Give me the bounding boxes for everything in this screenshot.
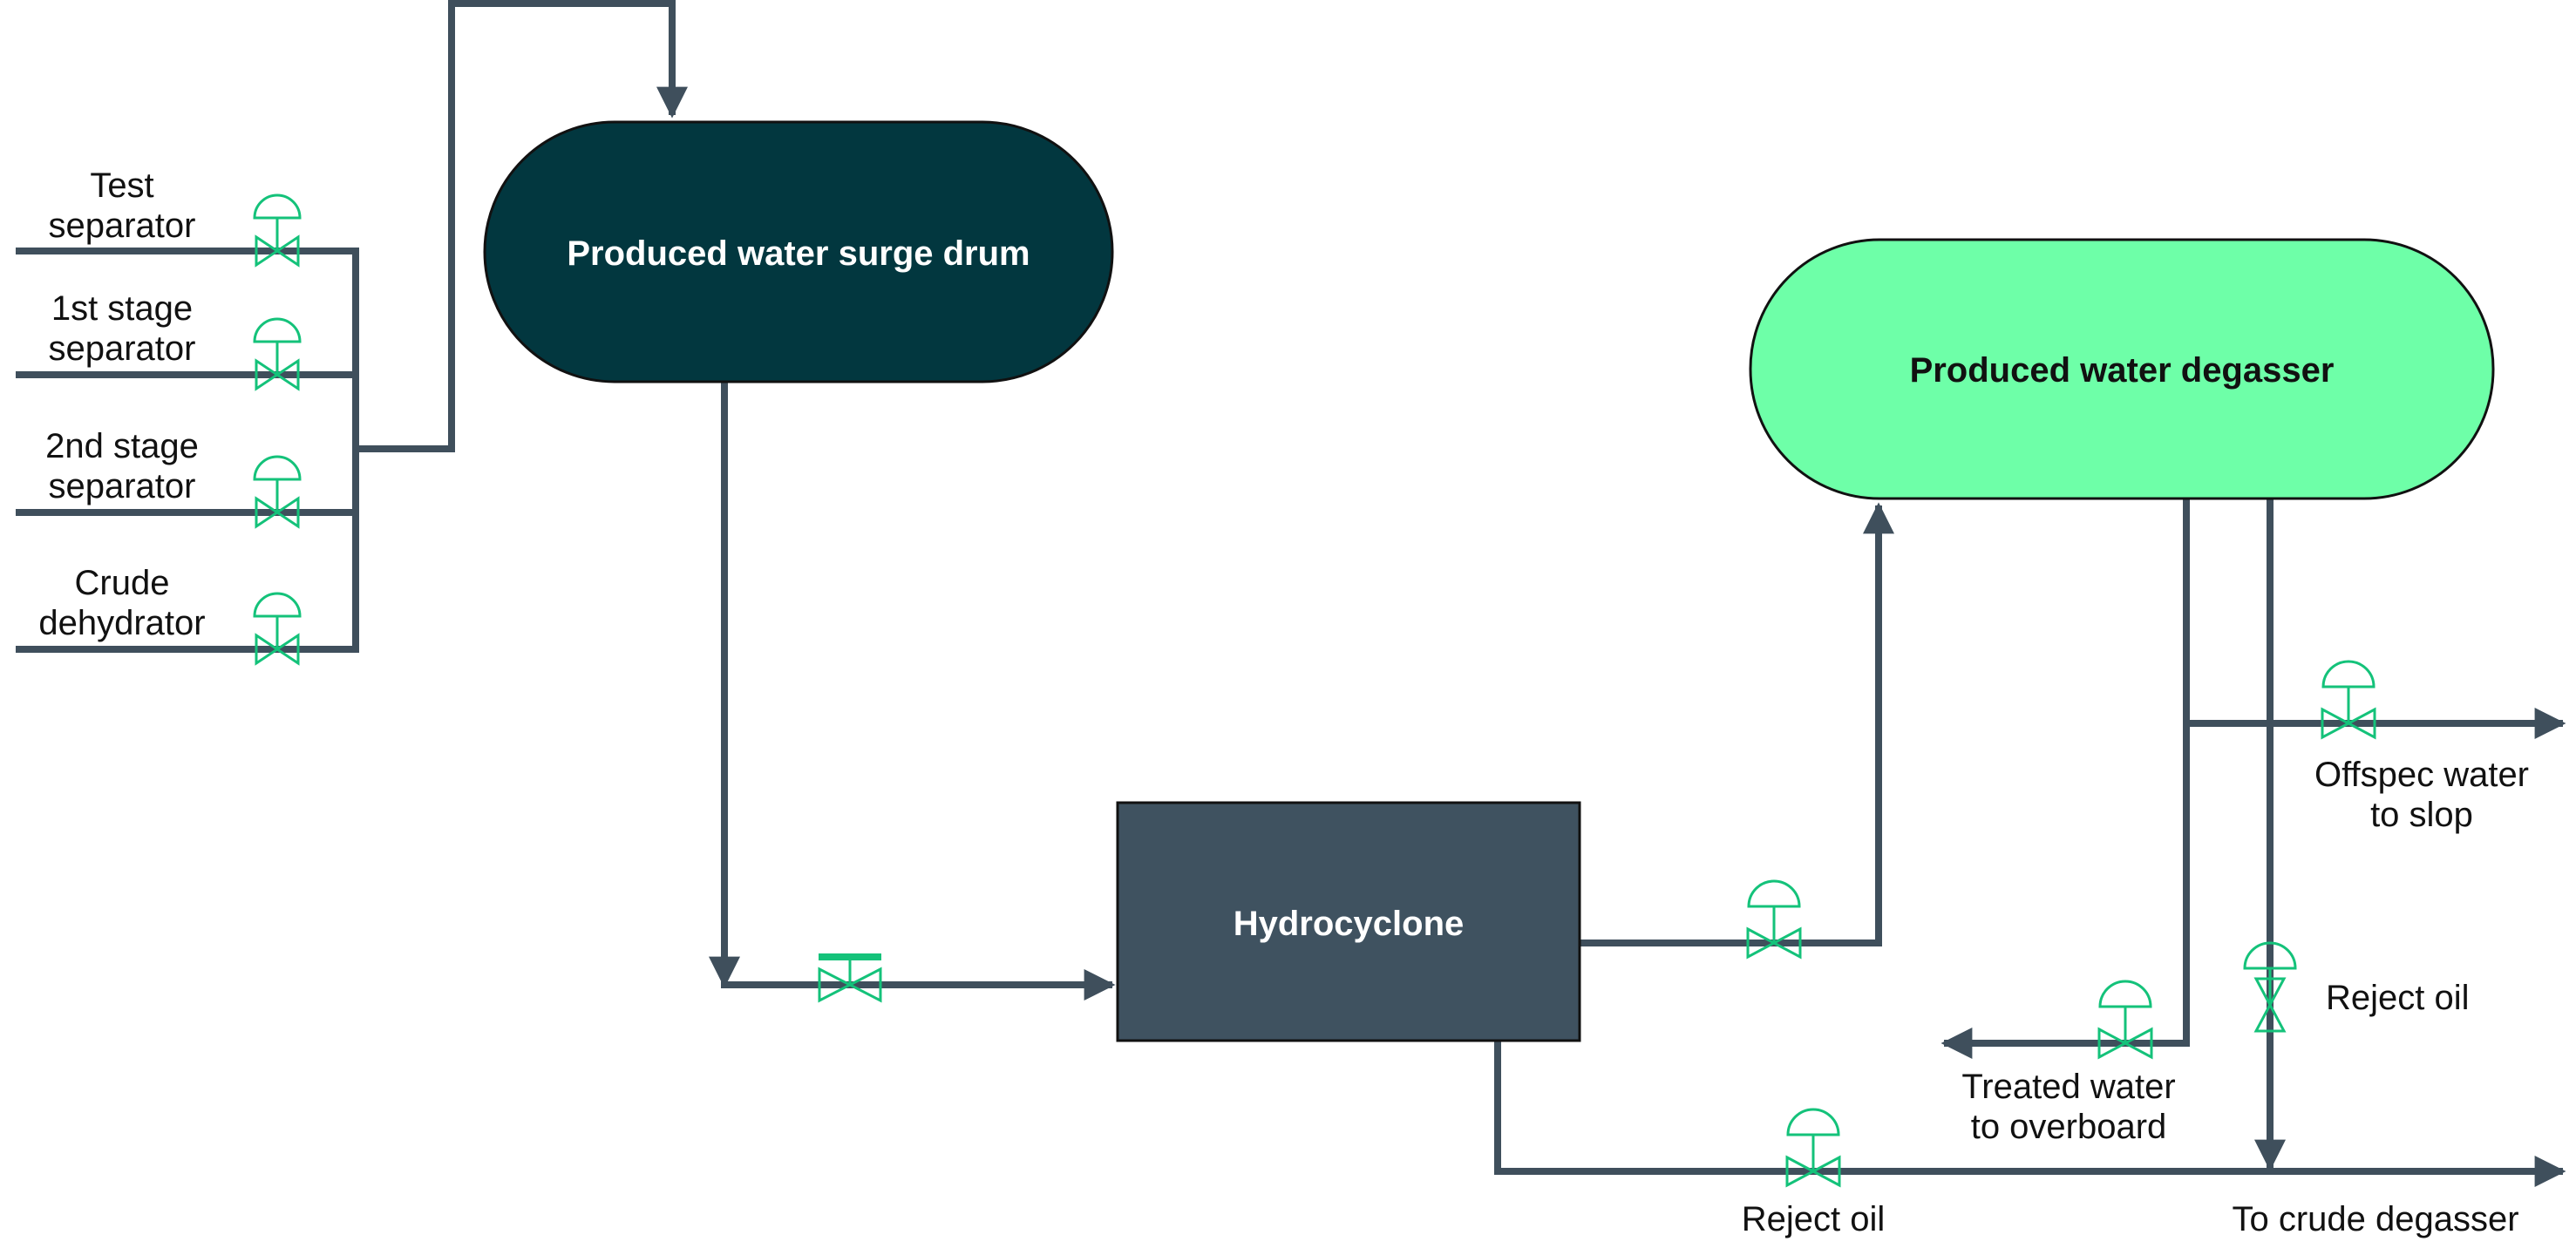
valve-icon <box>2097 1027 2153 1060</box>
degasser-vessel[interactable] <box>1749 238 2495 500</box>
actuator-icon <box>1747 879 1801 908</box>
actuator-icon <box>253 592 302 618</box>
surge-drum-label: Produced water surge drum <box>567 234 1030 273</box>
source-label-2nd-stage-line1: 2nd stage <box>45 427 199 465</box>
control-valve-2nd-stage[interactable] <box>253 455 302 529</box>
treated-water-label-line2: to overboard <box>1971 1108 2167 1146</box>
treated-water-label-line1: Treated water <box>1961 1068 2175 1106</box>
degasser-label: Produced water degasser <box>1910 351 2335 390</box>
source-label-2nd-stage-line2: separator <box>49 467 196 505</box>
hydrocyclone-reject-oil-label: Reject oil <box>1742 1200 1886 1238</box>
pipe-hydrocyclone-to-degasser <box>1580 502 1894 946</box>
degasser-reject-oil-label: Reject oil <box>2326 979 2470 1017</box>
control-valve-hydrocyclone-outlet[interactable] <box>1746 879 1802 960</box>
control-valve-1st-stage[interactable] <box>253 317 302 391</box>
source-label-1st-stage-line2: separator <box>49 329 196 368</box>
hydrocyclone[interactable]: Hydrocyclone <box>1116 801 1581 1042</box>
valve-icon <box>2321 707 2376 740</box>
actuator-icon <box>253 193 302 220</box>
source-label-1st-stage-line1: 1st stage <box>51 289 193 328</box>
pipe-to-surge-drum <box>356 0 688 452</box>
valve-icon <box>255 633 300 666</box>
degasser[interactable]: Produced water degasser <box>1749 238 2495 500</box>
offspec-label-line2: to slop <box>2370 796 2473 834</box>
actuator-icon <box>2321 660 2375 689</box>
actuator-icon <box>1786 1108 1840 1136</box>
valve-icon <box>818 967 882 1003</box>
actuator-icon <box>253 455 302 481</box>
inlet-manifold <box>16 0 688 653</box>
valve-icon <box>255 496 300 529</box>
hydrocyclone-label: Hydrocyclone <box>1234 905 1465 943</box>
offspec-label-line1: Offspec water <box>2314 756 2529 794</box>
main-piping <box>709 382 2566 1187</box>
valve-icon <box>255 358 300 391</box>
handwheel-icon <box>819 953 881 960</box>
crude-degasser-label: To crude degasser <box>2232 1200 2518 1238</box>
surge-drum[interactable]: Produced water surge drum <box>483 120 1114 383</box>
valve-icon <box>2253 977 2287 1033</box>
pipe-reject-oil-to-crude-degasser <box>1494 1041 2566 1187</box>
valve-icon <box>255 234 300 268</box>
control-valve-degasser-reject-oil[interactable] <box>2243 941 2297 1033</box>
source-labels: Test separator 1st stage separator 2nd s… <box>38 166 205 642</box>
control-valve-crude-dehydrator[interactable] <box>253 592 302 666</box>
valve-icon <box>1746 926 1802 960</box>
outlet-labels: Offspec water to slop Reject oil Treated… <box>1742 756 2529 1238</box>
actuator-icon <box>253 317 302 343</box>
actuator-icon <box>2243 941 2297 970</box>
valve-icon <box>1785 1155 1841 1188</box>
hydrocyclone-vessel[interactable] <box>1116 801 1581 1042</box>
control-valve-test-separator[interactable] <box>253 193 302 268</box>
source-label-test-separator-line1: Test <box>90 166 153 205</box>
surge-drum-vessel[interactable] <box>483 120 1114 383</box>
control-valve-hydrocyclone-reject-oil[interactable] <box>1785 1108 1841 1188</box>
source-label-crude-dehydrator-line2: dehydrator <box>38 604 205 642</box>
manual-valve-hydrocyclone-inlet[interactable] <box>818 953 882 1003</box>
control-valve-treated-water[interactable] <box>2097 980 2153 1060</box>
control-valve-offspec-water[interactable] <box>2321 660 2376 740</box>
source-label-crude-dehydrator-line1: Crude <box>75 564 170 602</box>
source-label-test-separator-line2: separator <box>49 207 196 245</box>
actuator-icon <box>2098 980 2152 1008</box>
